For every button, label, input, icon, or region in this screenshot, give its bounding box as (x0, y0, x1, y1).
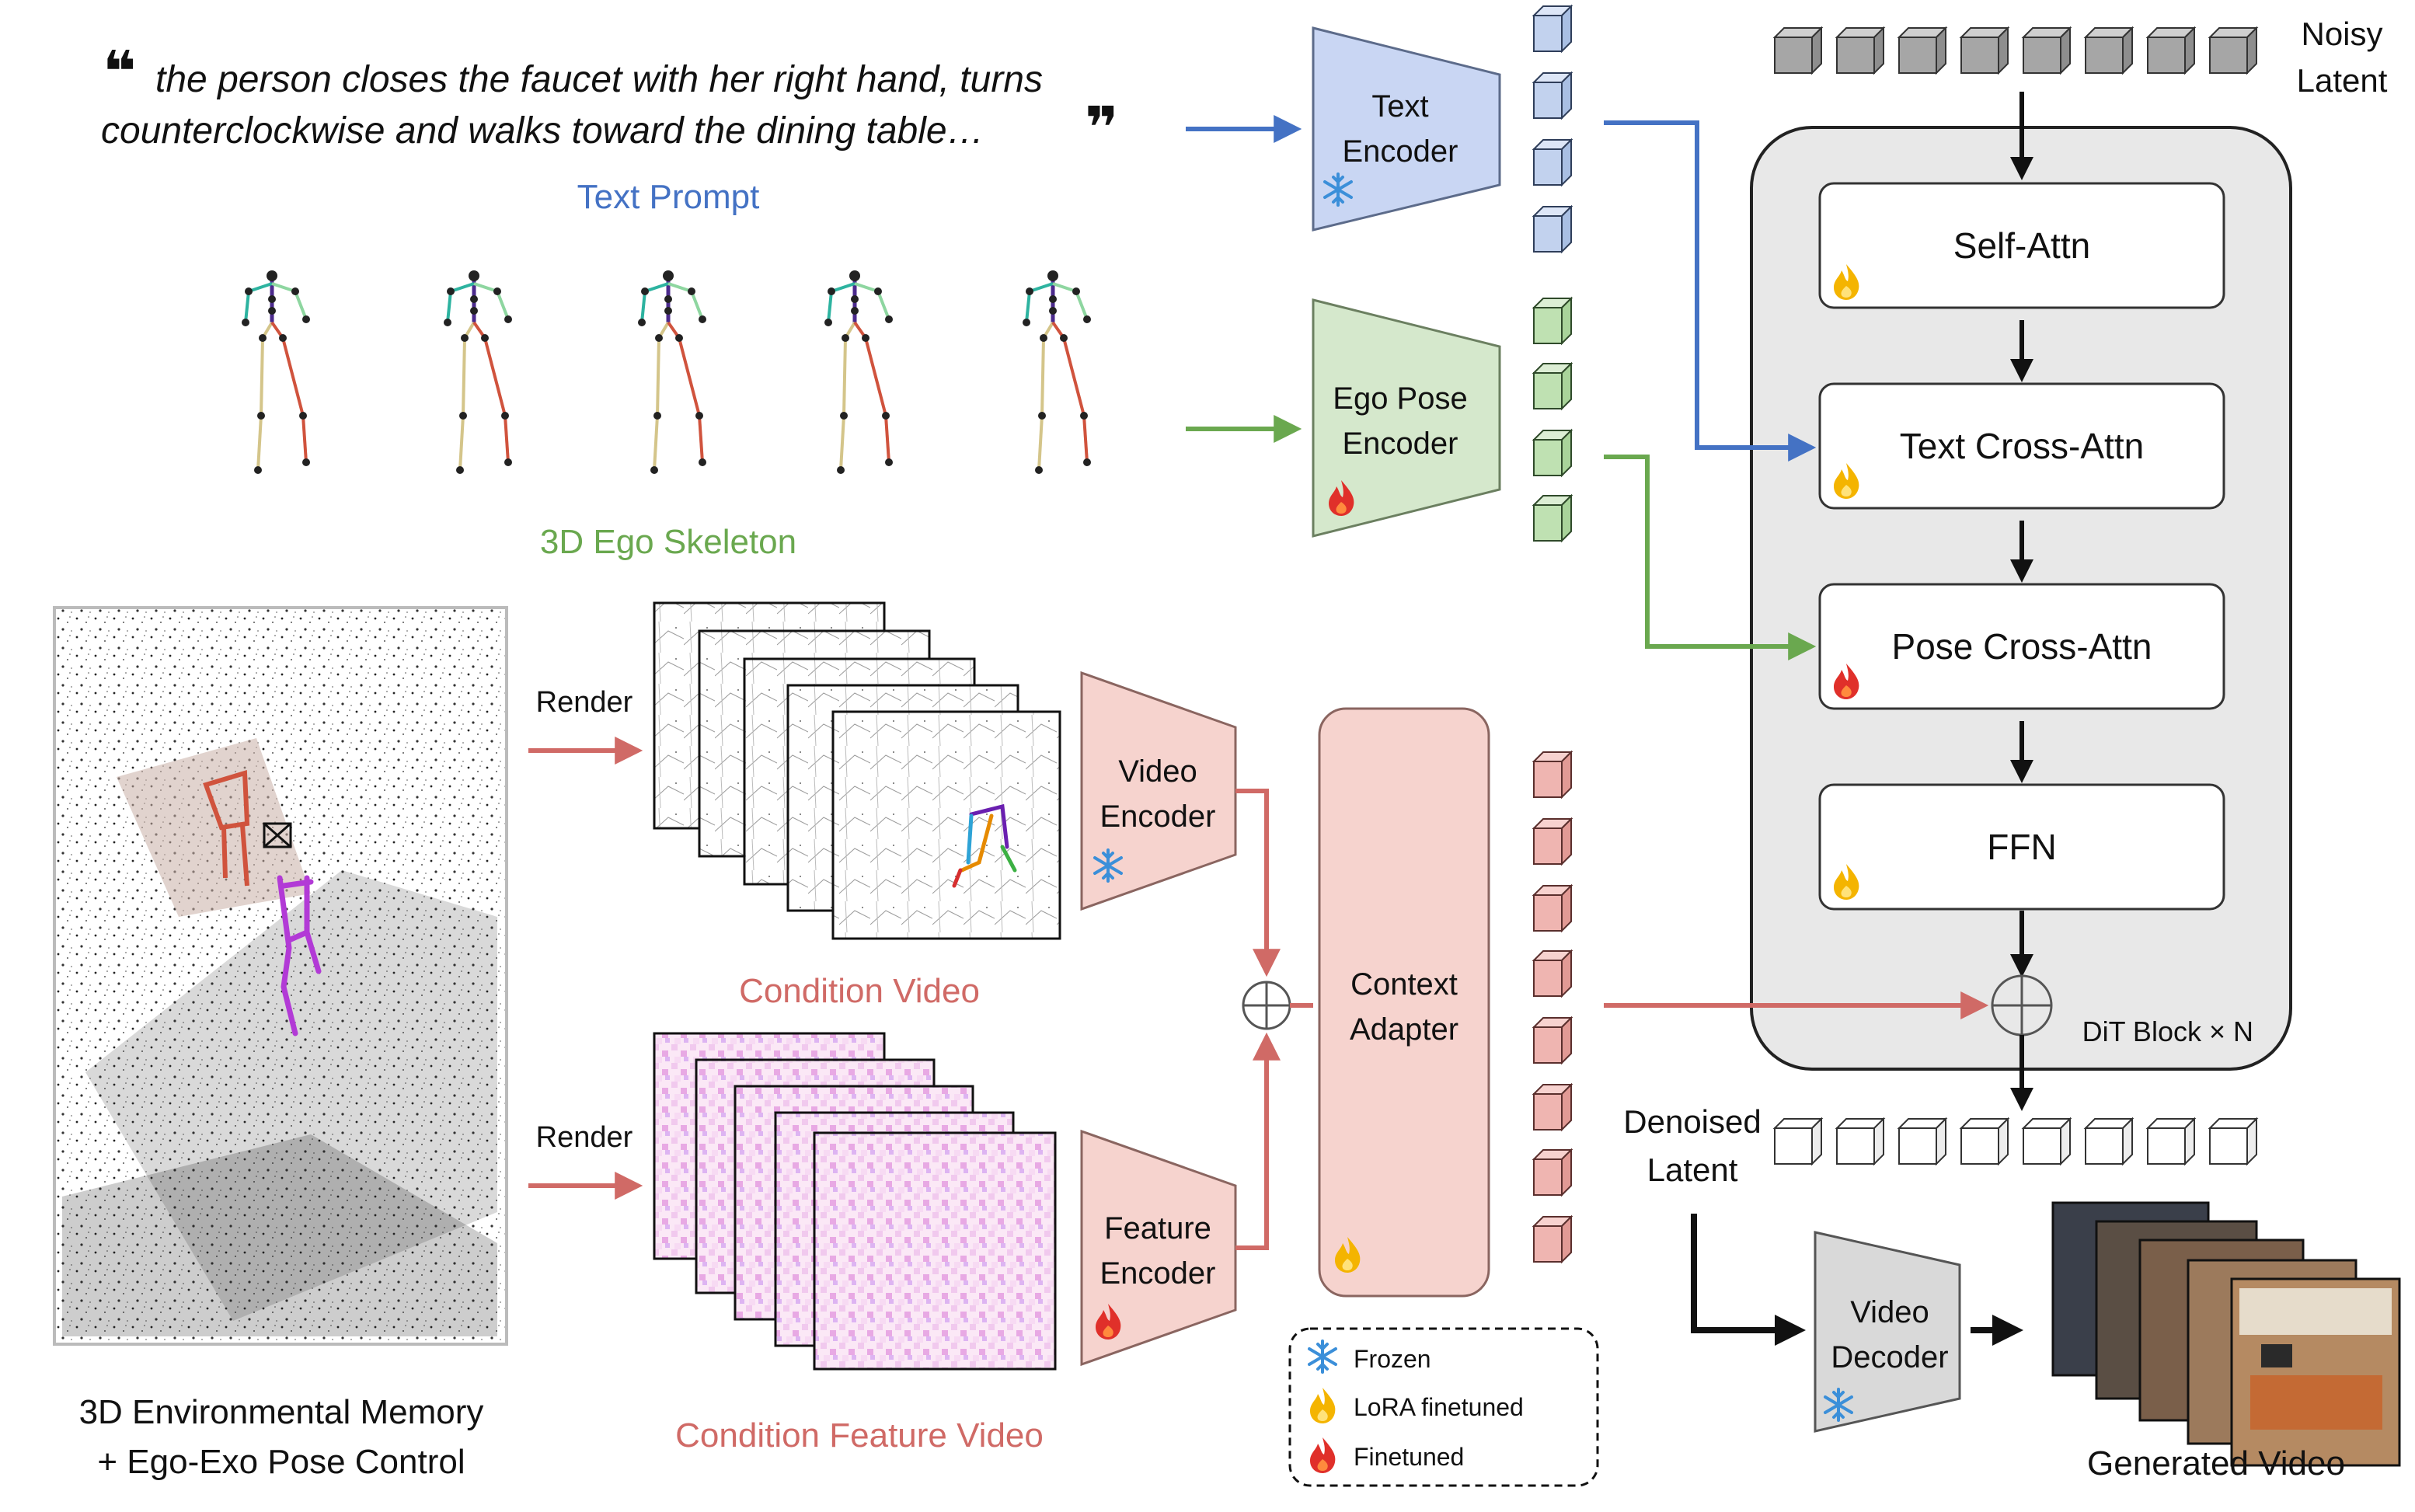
pose-token-column (1533, 298, 1572, 542)
legend-label: LoRA finetuned (1354, 1393, 1524, 1421)
condition-feature-video-label: Condition Feature Video (675, 1416, 1044, 1455)
context-adapter-label-1: Context (1350, 967, 1458, 1002)
dit-layer-label: Self-Attn (1953, 225, 2090, 266)
generated-video-stack (2051, 1201, 2401, 1467)
video-encoder-label-1: Video (1118, 754, 1197, 789)
context-adapter: Context Adapter (1318, 707, 1490, 1298)
text-encoder-label-2: Encoder (1343, 134, 1458, 169)
environmental-memory-panel (53, 606, 508, 1346)
dit-sum-node-icon (1991, 974, 2053, 1036)
condition-video-label: Condition Video (739, 972, 980, 1010)
dit-layer-label: Pose Cross-Attn (1892, 626, 2152, 667)
condition-video-pose-overlay (952, 803, 1017, 888)
legend-item-lora: LoRA finetuned (1310, 1388, 1524, 1423)
quote-line-2: counterclockwise and walks toward the di… (101, 110, 984, 152)
video-decoder-label-1: Video (1850, 1295, 1929, 1329)
legend-label: Frozen (1354, 1345, 1431, 1373)
generated-video-label: Generated Video (2087, 1444, 2345, 1482)
text-encoder-label-1: Text (1371, 89, 1428, 124)
denoised-latent-tokens (1774, 1118, 2257, 1165)
feature-encoder-label-1: Feature (1104, 1211, 1211, 1245)
video-decoder-label-2: Decoder (1831, 1340, 1948, 1374)
dit-layer-label: Text Cross-Attn (1900, 426, 2144, 466)
ego-pose-purple-trajectory (277, 875, 322, 1036)
text-prompt-label: Text Prompt (577, 178, 760, 216)
feature-encoder-to-sum-arrow (1235, 1032, 1281, 1250)
dit-layer-text-cross-attn: Text Cross-Attn (1818, 382, 2225, 510)
skeleton-pose-4 (824, 270, 893, 474)
feature-encoder-label-2: Encoder (1100, 1256, 1216, 1291)
camera-frustum-icon (263, 822, 292, 848)
ego-skeleton-sequence (242, 270, 1091, 474)
skeleton-pose-5 (1023, 270, 1091, 474)
noisy-latent-tokens (1774, 27, 2257, 74)
skeleton-pose-2 (444, 270, 512, 474)
dit-layer-ffn: FFN (1818, 783, 2225, 911)
legend-item-frozen: Frozen (1308, 1340, 1431, 1374)
ego-skeleton-label: 3D Ego Skeleton (540, 523, 796, 561)
pose-encoder-label-2: Encoder (1343, 427, 1458, 461)
dit-layer-pose-cross-attn: Pose Cross-Attn (1818, 583, 2225, 710)
exo-pose-red-skeleton (203, 770, 250, 887)
pose-encoder-label-1: Ego Pose (1333, 381, 1467, 416)
context-adapter-label-2: Adapter (1350, 1012, 1458, 1047)
env-memory-label-1: 3D Environmental Memory (79, 1393, 484, 1431)
denoised-to-decoder-arrow (1691, 1214, 1806, 1346)
text-prompt-quote: ❝ the person closes the faucet with her … (101, 40, 1118, 160)
denoised-latent-label-2: Latent (1647, 1151, 1738, 1188)
denoised-latent-label-1: Denoised (1623, 1103, 1761, 1140)
ego-pose-encoder: Ego Pose Encoder (1312, 298, 1501, 538)
dit-layer-self-attn: Self-Attn (1818, 182, 2225, 309)
text-token-column (1533, 5, 1572, 253)
render-label-top: Render (536, 686, 633, 719)
open-quote-icon: ❝ (103, 40, 136, 104)
sum-node-icon (1242, 981, 1291, 1030)
noisy-latent-label-1: Noisy (2301, 16, 2382, 52)
env-memory-label-2: + Ego-Exo Pose Control (97, 1443, 465, 1481)
condition-feature-video-stack (653, 1032, 1057, 1371)
dit-block-label: DiT Block × N (2082, 1016, 2253, 1047)
video-encoder-to-sum-arrow (1235, 789, 1281, 977)
legend-box: Frozen LoRA finetuned Finetuned (1288, 1327, 1599, 1487)
quote-line-1: the person closes the faucet with her ri… (155, 59, 1043, 100)
dit-layer-label: FFN (1987, 827, 2056, 867)
legend-label: Finetuned (1354, 1443, 1464, 1471)
feature-encoder: Feature Encoder (1080, 1129, 1237, 1367)
pose-tokens-to-cross-attn-arrow (1604, 455, 1817, 660)
render-label-bottom: Render (536, 1121, 633, 1154)
skeleton-pose-3 (638, 270, 706, 474)
condition-video-stack (653, 601, 1061, 940)
text-encoder: Text Encoder (1312, 26, 1501, 232)
video-encoder-label-2: Encoder (1100, 800, 1216, 834)
text-tokens-to-cross-attn-arrow (1604, 120, 1817, 462)
skeleton-pose-1 (242, 270, 310, 474)
noisy-latent-label-2: Latent (2297, 62, 2388, 99)
video-encoder: Video Encoder (1080, 671, 1237, 911)
video-decoder: Video Decoder (1814, 1231, 1961, 1433)
context-token-column (1533, 751, 1572, 1263)
close-quote-icon: ❞ (1085, 96, 1118, 160)
legend-item-finetuned: Finetuned (1310, 1437, 1464, 1473)
